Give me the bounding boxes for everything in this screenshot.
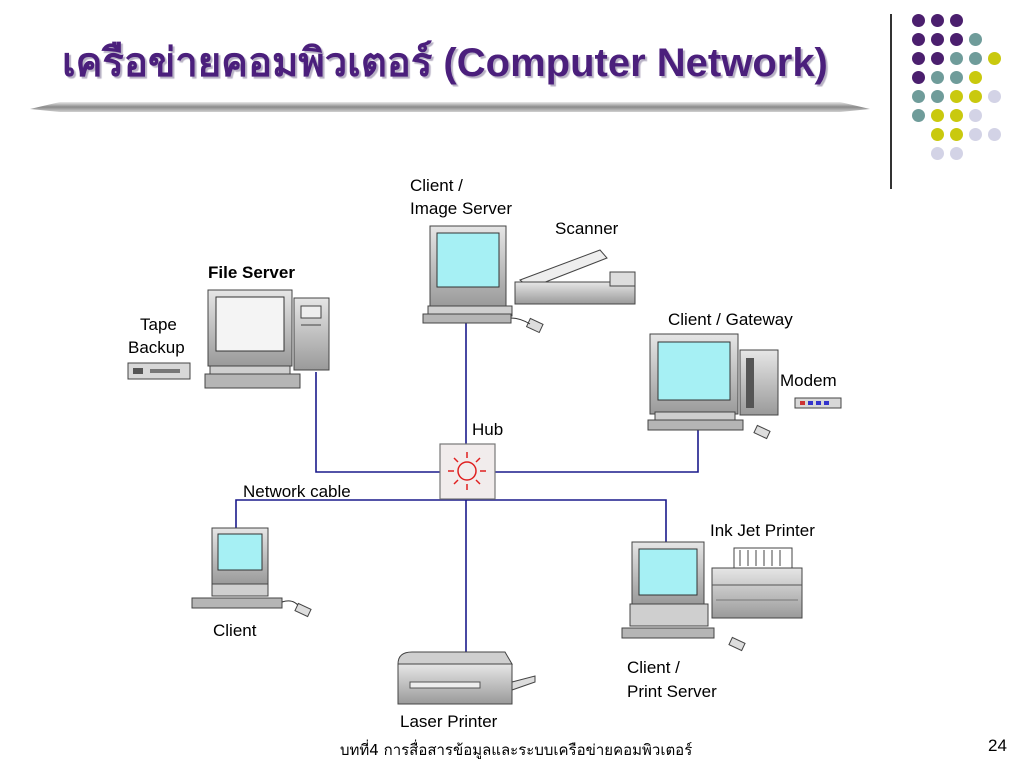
decor-dot	[969, 90, 982, 103]
decor-dot	[988, 128, 1001, 141]
decor-dot	[969, 71, 982, 84]
file-server-computer	[204, 289, 330, 389]
client-computer	[191, 527, 312, 618]
decor-dot	[988, 52, 1001, 65]
decor-dot	[912, 71, 925, 84]
decor-dot	[912, 33, 925, 46]
label-client-gateway: Client / Gateway	[668, 310, 793, 329]
label-client-image-server-2: Image Server	[410, 199, 512, 218]
cable-file-server	[315, 372, 440, 473]
title-underline	[30, 102, 870, 112]
decor-dot	[950, 90, 963, 103]
label-client-print-server-1: Client /	[627, 658, 680, 677]
decor-dot	[931, 109, 944, 122]
decor-dot	[912, 52, 925, 65]
decor-dot	[988, 90, 1001, 103]
decor-dot	[969, 128, 982, 141]
tape-backup	[127, 362, 191, 380]
modem	[794, 397, 842, 409]
image-server-computer	[422, 225, 544, 334]
slide-footer: บทที่4 การสื่อสารข้อมูลและระบบเครือข่ายค…	[340, 741, 693, 759]
label-tape-backup-1: Tape	[140, 315, 177, 334]
decor-dot	[931, 128, 944, 141]
print-server-computer	[621, 541, 746, 652]
label-tape-backup-2: Backup	[128, 338, 185, 357]
decor-dot	[931, 71, 944, 84]
decor-dot	[950, 147, 963, 160]
ink-jet-printer	[711, 547, 803, 619]
decor-dot	[969, 52, 982, 65]
label-modem: Modem	[780, 371, 837, 390]
header-divider	[890, 14, 892, 189]
gateway-computer	[647, 333, 779, 440]
label-ink-jet-printer: Ink Jet Printer	[710, 521, 815, 540]
decor-dot	[912, 90, 925, 103]
label-client-print-server-2: Print Server	[627, 682, 717, 701]
network-cables	[235, 322, 699, 655]
decor-dot	[969, 33, 982, 46]
decor-dot	[931, 90, 944, 103]
label-hub: Hub	[472, 420, 503, 439]
decor-dot	[931, 52, 944, 65]
decor-dot	[912, 109, 925, 122]
decorative-dot-grid	[912, 14, 1012, 164]
decor-dot	[912, 14, 925, 27]
hub-device	[439, 443, 496, 500]
decor-dot	[969, 109, 982, 122]
decor-dot	[950, 33, 963, 46]
decor-dot	[950, 71, 963, 84]
page-number: 24	[988, 736, 1007, 755]
label-file-server: File Server	[208, 263, 295, 282]
label-scanner: Scanner	[555, 219, 619, 238]
decor-dot	[950, 128, 963, 141]
cable-gateway	[495, 430, 699, 473]
cable-backbone	[235, 499, 667, 545]
slide-title: เครือข่ายคอมพิวเตอร์ (Computer Network)	[62, 41, 828, 85]
decor-dot	[950, 109, 963, 122]
decor-dot	[950, 14, 963, 27]
laser-printer	[397, 651, 536, 705]
label-laser-printer: Laser Printer	[400, 712, 498, 731]
scanner	[514, 249, 636, 305]
decor-dot	[931, 33, 944, 46]
label-client-image-server-1: Client /	[410, 176, 463, 195]
label-client: Client	[213, 621, 257, 640]
decor-dot	[931, 14, 944, 27]
label-network-cable: Network cable	[243, 482, 351, 501]
decor-dot	[950, 52, 963, 65]
decor-dot	[931, 147, 944, 160]
